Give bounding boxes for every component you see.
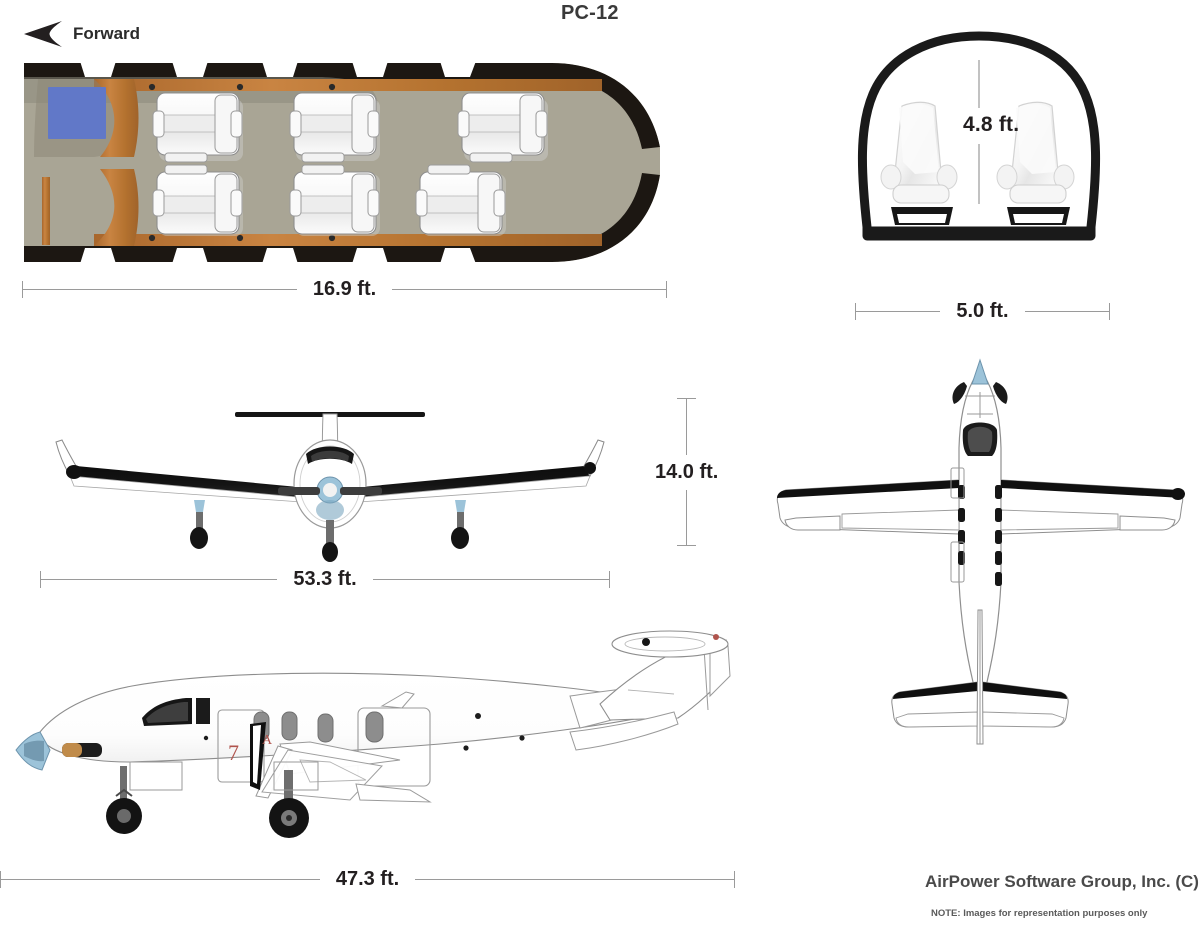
cabin-height-label: 4.8 ft.	[963, 113, 1020, 136]
dimension-cabin-width: 5.0 ft.	[855, 300, 1111, 323]
cabin-windows	[253, 711, 384, 743]
seat	[457, 92, 548, 163]
fuselage-shell	[857, 31, 1101, 241]
cabin-monitor	[48, 87, 106, 139]
seat	[415, 164, 506, 236]
dimension-line-bottom	[677, 489, 697, 546]
main-landing-gear	[269, 770, 309, 838]
propeller-blade	[340, 487, 382, 495]
arrow-left-icon	[24, 21, 62, 47]
seat-row-lower	[152, 164, 506, 236]
landing-gear	[190, 502, 469, 562]
left-aileron	[784, 515, 841, 531]
left-wing	[70, 466, 330, 500]
flap	[355, 783, 432, 803]
registration-marking: 7	[228, 740, 239, 765]
dimension-line-left	[22, 281, 297, 298]
upper-sidewall-rail	[94, 79, 602, 91]
forward-indicator: Forward	[22, 20, 140, 48]
main-gear-door	[273, 761, 319, 791]
cabin-windows	[958, 485, 1002, 586]
tail-nav-light	[713, 634, 719, 640]
right-flap	[1000, 509, 1119, 531]
dimension-aircraft-length: 47.3 ft.	[0, 868, 736, 891]
disclaimer-note: NOTE: Images for representation purposes…	[931, 908, 1148, 919]
dimension-cabin-length: 16.9 ft.	[22, 278, 668, 301]
dimension-line-right	[415, 871, 736, 888]
forward-cabinet	[94, 79, 139, 157]
nose-gear-door	[129, 761, 183, 791]
propeller-blade	[278, 487, 320, 495]
propeller-blade	[993, 382, 1008, 404]
propeller-spinner	[971, 358, 989, 385]
dimension-value: 14.0 ft.	[655, 460, 719, 483]
company-credit: AirPower Software Group, Inc. (C)	[925, 872, 1199, 891]
ventral-strake	[569, 711, 679, 751]
dimension-aircraft-height: 14.0 ft.	[655, 398, 718, 546]
propeller-blade	[952, 382, 967, 404]
cabin-door-outline	[950, 467, 965, 583]
cockpit-side-window	[196, 698, 210, 724]
gear-fairings	[194, 500, 466, 512]
dimension-value: 16.9 ft.	[312, 278, 377, 300]
cabin-cross-section	[855, 22, 1115, 287]
antennae	[203, 713, 525, 751]
cabin-post	[42, 177, 50, 245]
dimension-line-right	[1024, 303, 1111, 320]
dimension-line-left	[40, 571, 278, 588]
cabin-door	[217, 709, 265, 783]
seat	[152, 92, 243, 163]
registration-marking: A	[262, 733, 273, 748]
side-elevation-view: 7 A	[10, 620, 755, 860]
seat	[996, 101, 1075, 225]
seat	[289, 164, 380, 236]
left-flap	[841, 509, 960, 531]
dimension-value: 5.0 ft.	[956, 300, 1009, 322]
left-elevator	[895, 711, 979, 728]
rudder	[709, 645, 731, 698]
seat	[152, 164, 243, 236]
seat	[289, 92, 380, 163]
nose-landing-gear	[106, 766, 142, 834]
aft-left-cabinet	[94, 169, 139, 246]
right-wing	[330, 466, 590, 500]
right-elevator	[981, 711, 1065, 728]
dimension-value: 53.3 ft.	[293, 568, 357, 590]
page-title: PC-12	[561, 2, 619, 24]
seat	[880, 101, 958, 225]
right-aileron	[1119, 515, 1176, 531]
forward-label: Forward	[73, 24, 141, 43]
cabin-windows	[80, 63, 476, 262]
right-winglet-tip	[1171, 488, 1185, 500]
top-plan-view	[760, 352, 1200, 752]
front-elevation-view	[30, 392, 630, 562]
dimension-wingspan: 53.3 ft.	[40, 568, 611, 591]
dimension-line-left	[0, 871, 320, 888]
dimension-line-top	[677, 398, 697, 455]
dimension-line-right	[372, 571, 611, 588]
lower-sidewall-rail	[94, 234, 602, 246]
dimension-line-left	[855, 303, 941, 320]
rail-fasteners	[148, 83, 336, 242]
seat-row-upper	[152, 92, 548, 163]
dimension-value: 47.3 ft.	[335, 868, 400, 890]
cargo-door	[357, 707, 431, 787]
cabin-floor-plan	[22, 57, 682, 272]
dimension-line-right	[392, 281, 668, 298]
